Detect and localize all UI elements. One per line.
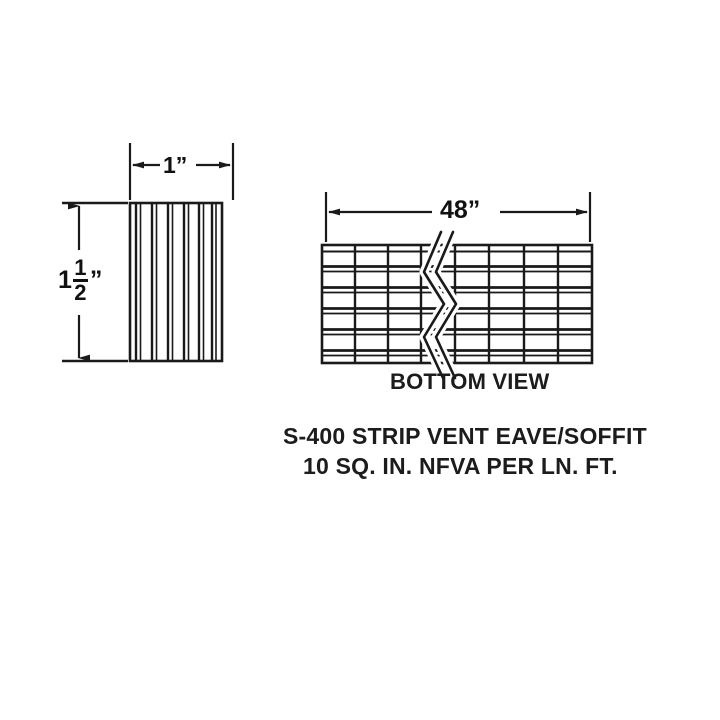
break-line-zigzag-strokes: [422, 230, 458, 380]
product-caption-line-2: 10 SQ. IN. NFVA PER LN. FT.: [303, 453, 618, 479]
length-dimension-label: 48”: [440, 196, 481, 224]
inch-mark-icon: ”: [89, 265, 103, 294]
height-dimension-label: 1 1 2 ”: [58, 255, 103, 305]
bottom-view-label: BOTTOM VIEW: [390, 369, 550, 394]
height-fraction-denominator: 2: [74, 279, 87, 305]
profile-view: [62, 143, 235, 363]
width-dimension-label: 1”: [163, 152, 188, 178]
bottom-view-vertical-members: [353, 246, 560, 362]
product-caption-line-1: S-400 STRIP VENT EAVE/SOFFIT: [283, 423, 647, 449]
height-whole-number: 1: [58, 265, 72, 294]
length-extension-lines: [324, 192, 592, 242]
width-extension-lines: [128, 143, 235, 200]
profile-fins: [134, 204, 217, 360]
bottom-view-horizontal-rails: [323, 250, 591, 357]
profile-outline: [128, 201, 224, 363]
height-fraction: 1 2: [72, 255, 88, 305]
height-fraction-numerator: 1: [74, 255, 87, 280]
bottom-view: [320, 192, 594, 380]
fraction-bar: [72, 279, 88, 282]
